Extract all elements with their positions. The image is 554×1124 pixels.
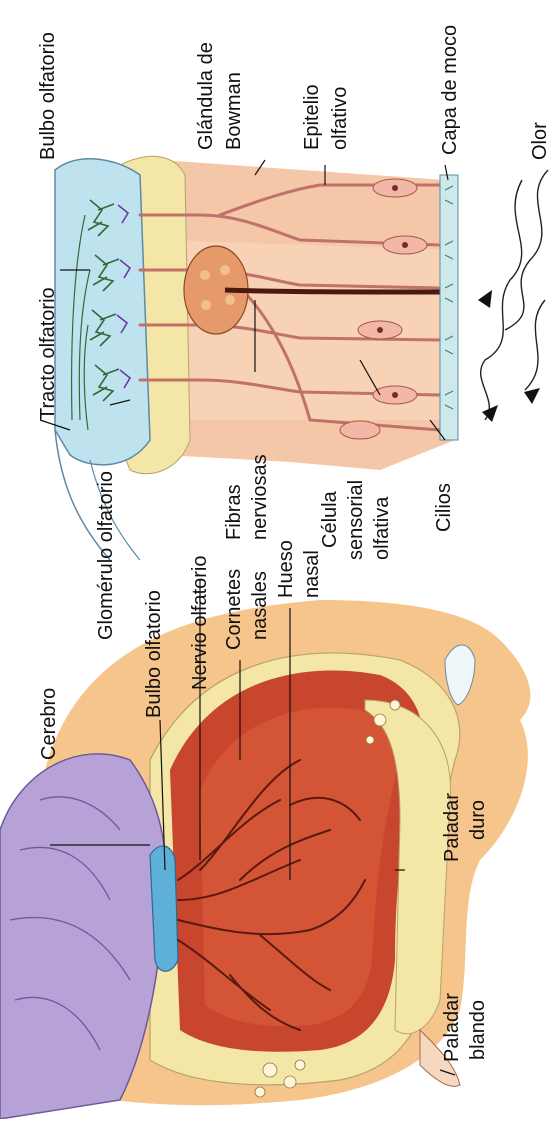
label-bulbo-olfatorio-top: Bulbo olfatorio <box>37 32 59 160</box>
label-paladar-blando-1: Paladar <box>441 993 463 1062</box>
olfactory-bulb-micro <box>55 159 150 465</box>
label-hueso-2: nasal <box>301 550 323 598</box>
label-olor: Olor <box>529 122 551 160</box>
label-glomerulo: Glomérulo olfatorio <box>95 471 117 640</box>
mucus-layer <box>440 175 458 440</box>
label-paladar-duro-1: Paladar <box>441 793 463 862</box>
label-epitelio-2: olfativo <box>329 87 351 150</box>
label-glandula-2: Bowman <box>223 72 245 150</box>
label-celula-2: sensorial <box>345 480 367 560</box>
olfactory-bulb <box>150 846 178 971</box>
label-epitelio-1: Epitelio <box>301 84 323 150</box>
label-tracto-olfatorio: Tracto olfatorio <box>37 287 59 420</box>
label-celula-3: olfativa <box>371 496 393 560</box>
label-hueso-1: Hueso <box>275 540 297 598</box>
label-cornetes-2: nasales <box>249 571 271 640</box>
label-fibras-1: Fibras <box>223 484 245 540</box>
label-cornetes-1: Cornetes <box>223 569 245 650</box>
label-fibras-2: nerviosas <box>249 454 271 540</box>
odour-arrowheads <box>478 290 540 422</box>
label-bulbo-olfatorio-bottom: Bulbo olfatorio <box>143 590 165 718</box>
label-cerebro: Cerebro <box>38 688 60 760</box>
label-glandula-1: Glándula de <box>195 42 217 150</box>
label-capa-moco: Capa de moco <box>439 25 461 155</box>
label-paladar-duro-2: duro <box>467 800 489 840</box>
label-nervio-olfatorio: Nervio olfatorio <box>189 555 211 690</box>
label-paladar-blando-2: blando <box>467 1000 489 1060</box>
label-celula-1: Célula <box>319 490 341 548</box>
label-cilios: Cilios <box>433 483 455 532</box>
epithelium-panel <box>55 156 548 560</box>
